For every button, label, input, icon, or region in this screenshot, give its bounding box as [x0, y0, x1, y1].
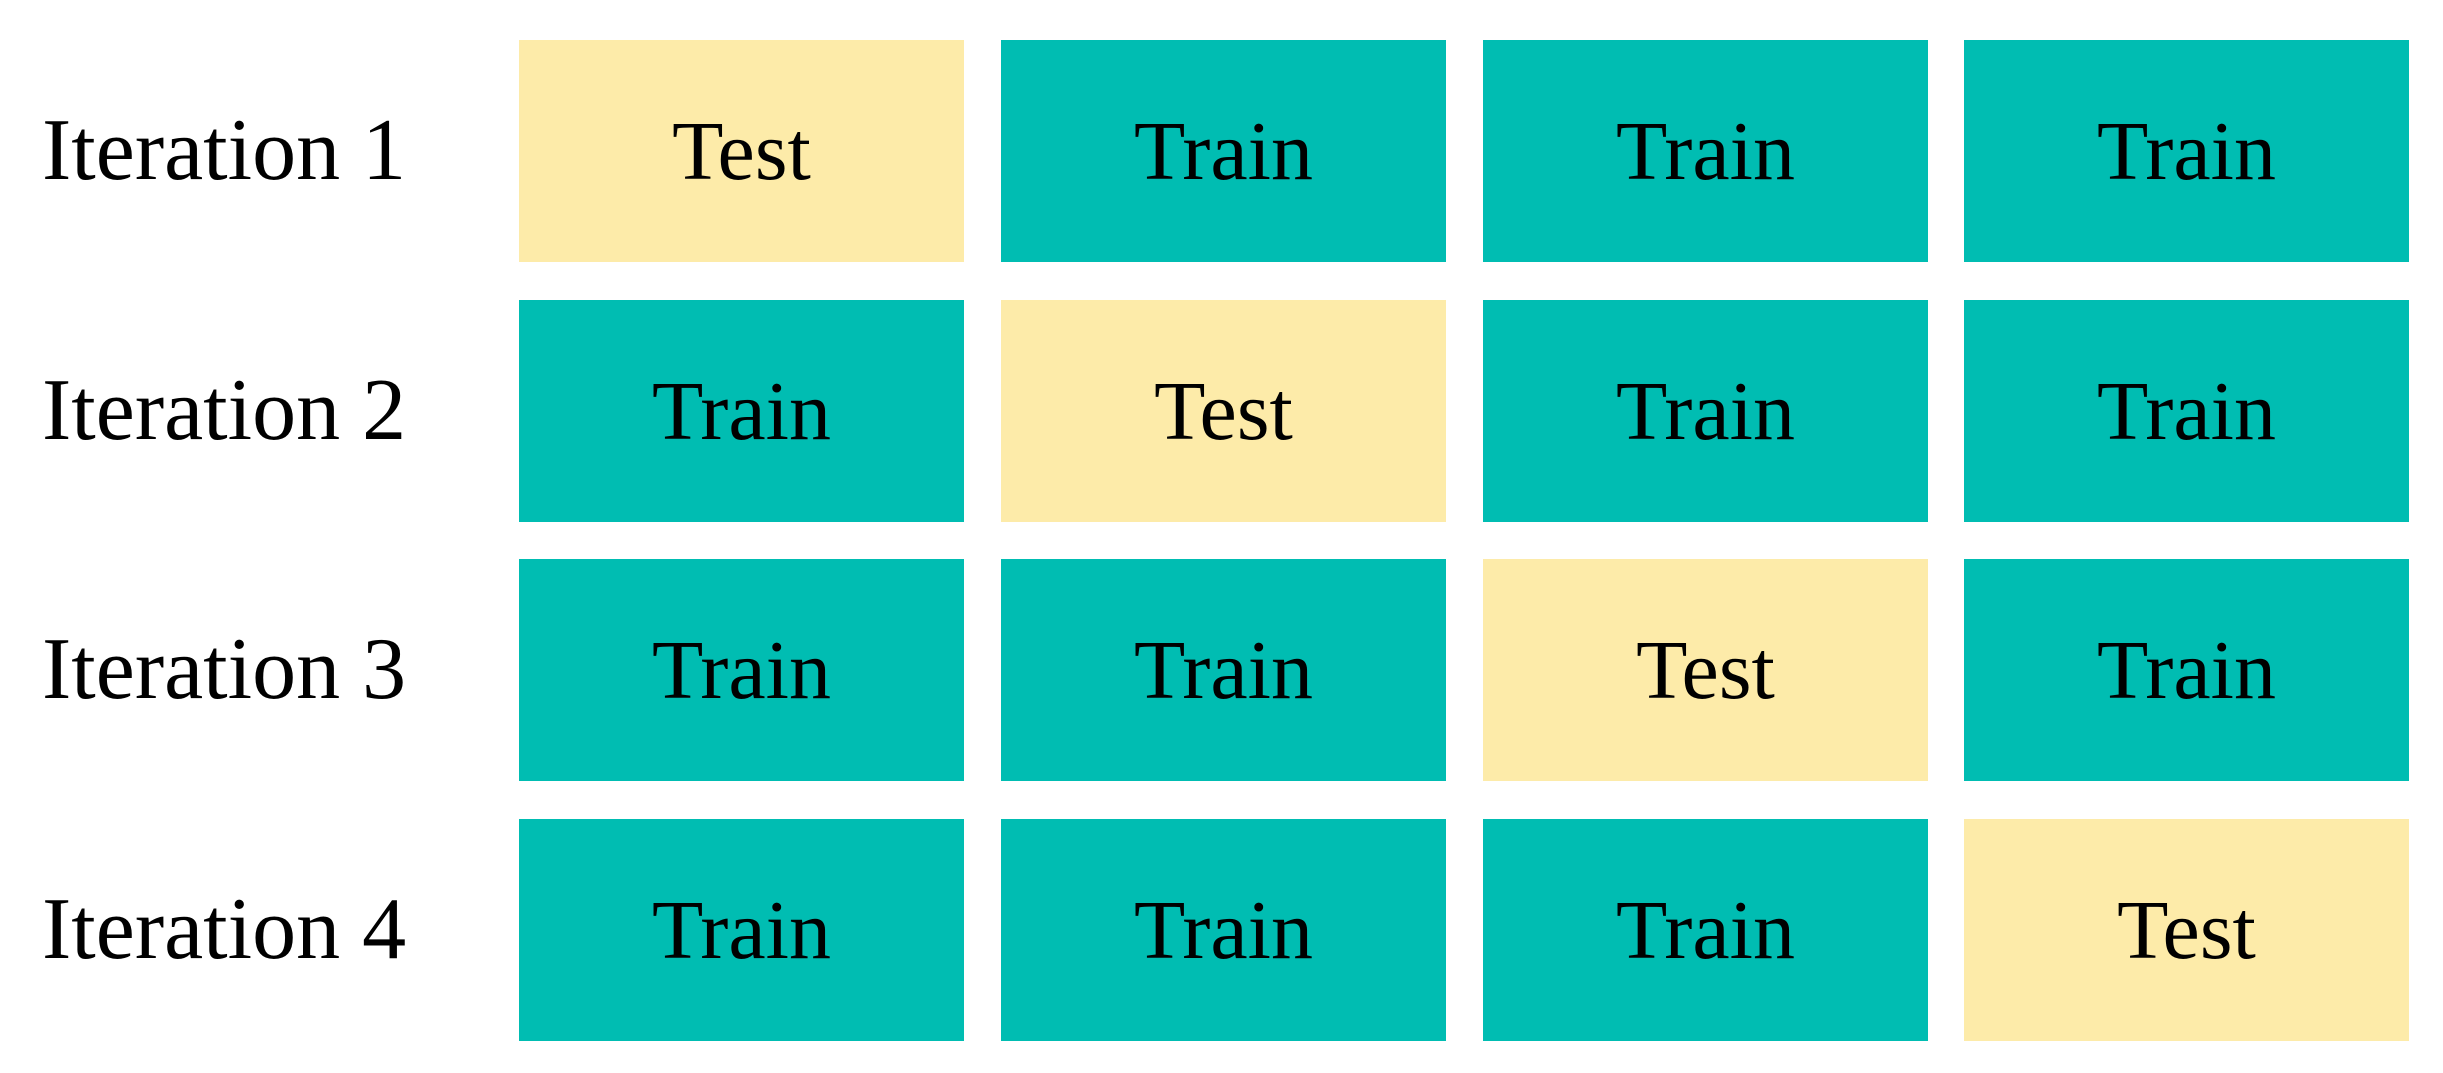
train-fold-cell: Train	[519, 300, 964, 522]
iteration-label: Iteration 1	[42, 102, 407, 199]
train-fold-cell: Train	[1001, 40, 1446, 262]
train-fold-cell: Train	[1964, 300, 2409, 522]
train-fold-cell: Train	[1001, 559, 1446, 781]
iteration-row-3: Iteration 3 Train Train Test Train	[0, 559, 2443, 781]
train-fold-cell: Train	[1001, 819, 1446, 1041]
test-fold-cell: Test	[1001, 300, 1446, 522]
test-fold-cell: Test	[1483, 559, 1928, 781]
iteration-label: Iteration 4	[42, 881, 407, 978]
train-fold-cell: Train	[1483, 300, 1928, 522]
iteration-row-2: Iteration 2 Train Test Train Train	[0, 300, 2443, 522]
train-fold-cell: Train	[1483, 40, 1928, 262]
test-fold-cell: Test	[519, 40, 964, 262]
train-fold-cell: Train	[1483, 819, 1928, 1041]
train-fold-cell: Train	[1964, 40, 2409, 262]
train-fold-cell: Train	[1964, 559, 2409, 781]
train-fold-cell: Train	[519, 559, 964, 781]
iteration-row-1: Iteration 1 Test Train Train Train	[0, 40, 2443, 262]
test-fold-cell: Test	[1964, 819, 2409, 1041]
iteration-row-4: Iteration 4 Train Train Train Test	[0, 819, 2443, 1041]
train-fold-cell: Train	[519, 819, 964, 1041]
iteration-label: Iteration 2	[42, 362, 407, 459]
iteration-label: Iteration 3	[42, 621, 407, 718]
